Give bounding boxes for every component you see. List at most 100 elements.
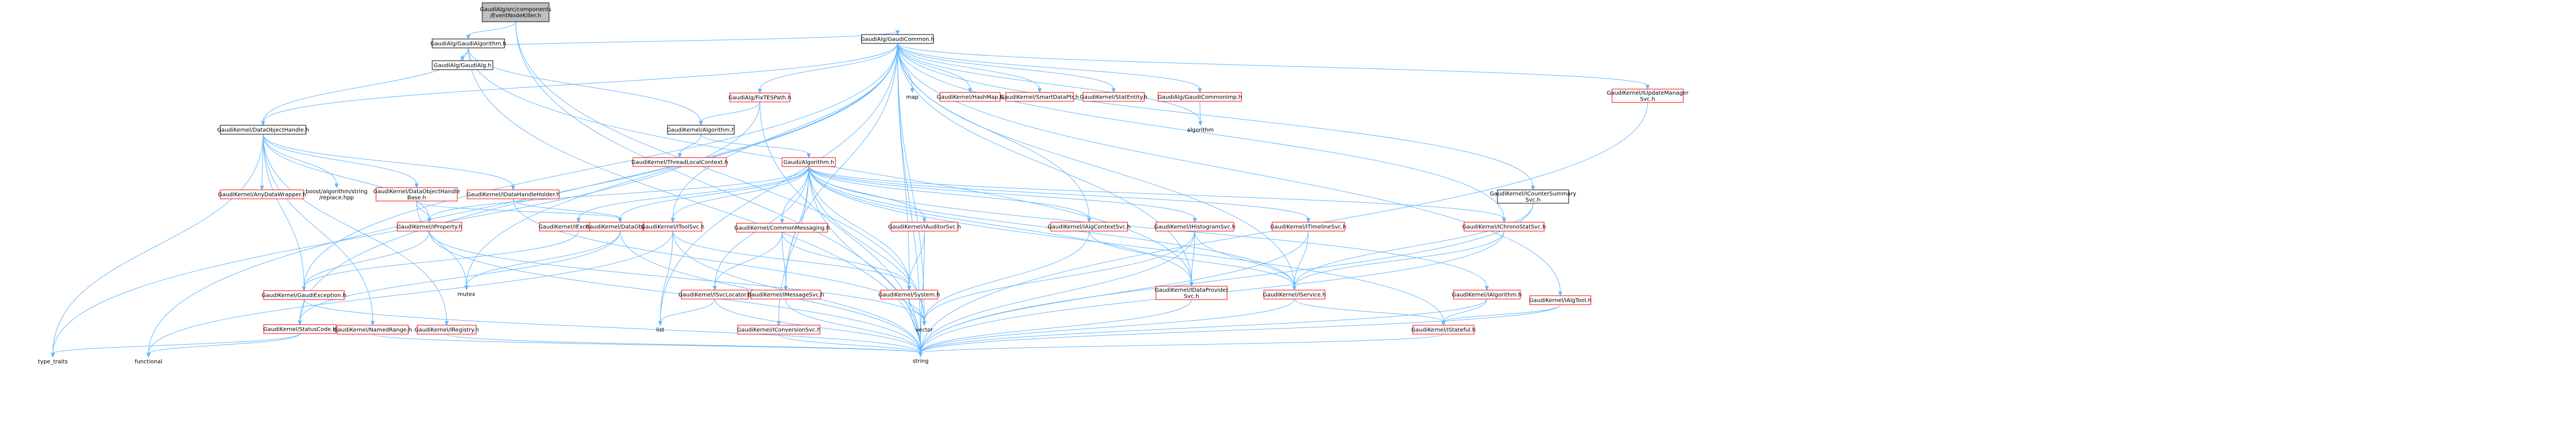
edge-dataobjecthandle-to-boostreplace — [263, 134, 339, 189]
node-box — [891, 222, 958, 232]
node-commonimp[interactable]: GaudiAlg/GaudiCommonImp.h — [1158, 92, 1242, 102]
node-label: GaudiKernel/IAuditorSvc.h — [888, 224, 961, 231]
node-system[interactable]: GaudiKernel/System.h — [878, 290, 940, 300]
node-label: GaudiAlg/GaudiCommon.h — [861, 37, 935, 43]
node-label: GaudiKernel/DataObjectHandle.h — [217, 128, 309, 134]
node-dataobjecthandle[interactable]: GaudiKernel/DataObjectHandle.h — [217, 125, 309, 135]
node-label: Svc.h — [1640, 96, 1655, 102]
node-commonmessaging[interactable]: GaudiKernel/CommonMessaging.h — [734, 223, 830, 233]
edge-ialgcontextsvc-to-vector — [922, 231, 1090, 326]
node-isvclocator[interactable]: GaudiKernel/ISvcLocator.h — [679, 290, 751, 300]
node-iconversionsvc[interactable]: GaudiKernel/IConversionSvc.h — [737, 325, 820, 335]
node-label: GaudiKernel/ITimelineSvc.h — [1270, 224, 1347, 231]
node-itoolsvc[interactable]: GaudiKernel/IToolSvc.h — [641, 222, 705, 232]
node-istateful[interactable]: GaudiKernel/IStateful.h — [1411, 325, 1476, 335]
node-type_traits[interactable]: type_traits — [38, 359, 67, 365]
node-gaudicommon[interactable]: GaudiAlg/GaudiCommon.h — [861, 34, 935, 44]
edge-dataobjecthandle-to-namedrange — [263, 134, 375, 326]
node-iproperty[interactable]: GaudiKernel/IProperty.h — [397, 222, 462, 232]
node-imessagesvc[interactable]: GaudiKernel/IMessageSvc.h — [747, 290, 824, 300]
edge-idataprovidersvc-to-string — [918, 299, 1192, 357]
edge-ialgtool-to-istateful — [1441, 304, 1561, 326]
node-gaudialg[interactable]: GaudiAlg/GaudiAlg.h — [432, 60, 493, 70]
node-label: GaudiAlg/GaudiCommonImp.h — [1158, 95, 1242, 101]
edge-icountersummary-to-iservice — [1292, 203, 1534, 291]
edge-gaudicommon-to-gaudiexception — [301, 43, 898, 292]
node-layer: GaudiAlg/src/components/EventNodeKiller.… — [38, 2, 1689, 365]
edge-statuscode-to-type_traits — [51, 333, 300, 358]
node-label: GaudiAlg/GaudiAlgorithm.h — [431, 41, 507, 47]
node-ialgtool[interactable]: GaudiKernel/IAlgTool.h — [1529, 295, 1591, 305]
node-box — [750, 290, 821, 300]
node-label: algorithm — [1187, 128, 1214, 134]
node-iregistry[interactable]: GaudiKernel/IRegistry.h — [414, 325, 479, 335]
edge-galgorithm-to-ialgorithm — [808, 166, 1489, 291]
node-anydatawrapper[interactable]: GaudiKernel/AnyDataWrapper.h — [218, 189, 306, 199]
edge-iservice-to-string — [918, 298, 1295, 357]
edge-iconversionsvc-to-string — [778, 334, 923, 357]
edge-itoolsvc-to-functional — [146, 231, 673, 358]
node-box — [375, 187, 458, 202]
edge-gaudicommon-to-statentity — [897, 43, 1116, 94]
node-box — [681, 290, 749, 300]
edge-iproperty-to-gaudiexception — [301, 231, 430, 292]
edge-galgorithm-to-ialgcontextsvc — [808, 166, 1091, 223]
edge-itoolsvc-to-system — [673, 231, 912, 291]
edge-galgorithm-to-istateful — [808, 166, 1446, 326]
node-label: type_traits — [38, 359, 67, 365]
node-threadlocal[interactable]: GaudiKernel/ThreadLocalContext.h — [631, 157, 728, 167]
node-label: GaudiAlg/FixTESPath.h — [729, 95, 792, 101]
node-smartdataptr[interactable]: GaudiKernel/SmartDataPtr.h — [1001, 92, 1079, 102]
node-ihistogramsvc[interactable]: GaudiKernel/IHistogramSvc.h — [1154, 222, 1235, 232]
node-hashmap[interactable]: GaudiKernel/HashMap.h — [937, 92, 1003, 102]
node-box — [1263, 290, 1326, 300]
node-fixtespath[interactable]: GaudiAlg/FixTESPath.h — [729, 92, 792, 102]
edge-galgorithm-to-ichronostatsvc — [808, 166, 1506, 223]
node-boostreplace[interactable]: boost/algorithm/string/replace.hpp — [305, 189, 367, 201]
node-idatahandleholder[interactable]: GaudiKernel/IDataHandleHolder.h — [467, 189, 560, 199]
node-box — [1611, 89, 1684, 103]
edge-gaudicommon-to-idataprovidersvc — [897, 43, 1194, 287]
node-statuscode[interactable]: GaudiKernel/StatusCode.h — [263, 324, 337, 334]
node-vector[interactable]: vector — [916, 327, 934, 334]
node-gaudiexception[interactable]: GaudiKernel/GaudiException.h — [261, 290, 347, 300]
node-label: GaudiKernel/IRegistry.h — [414, 327, 479, 334]
node-gaudialgorithm[interactable]: GaudiAlg/GaudiAlgorithm.h — [431, 38, 507, 48]
node-ichronostatsvc[interactable]: GaudiKernel/IChronoStatSvc.h — [1462, 222, 1546, 232]
node-functional[interactable]: functional — [135, 359, 162, 365]
node-label: GaudiKernel/IToolSvc.h — [641, 224, 705, 231]
edge-namedrange-to-string — [372, 334, 923, 357]
node-iservice[interactable]: GaudiKernel/IService.h — [1263, 290, 1326, 300]
node-statentity[interactable]: GaudiKernel/StatEntity.h — [1080, 92, 1148, 102]
edge-dataobjecthandle-to-iregistry — [263, 134, 449, 326]
node-string[interactable]: string — [913, 359, 929, 365]
node-iauditorsvc[interactable]: GaudiKernel/IAuditorSvc.h — [888, 222, 961, 232]
edge-dataobjid-to-statuscode — [298, 231, 621, 326]
edge-galgorithm-to-iconversionsvc — [777, 166, 809, 326]
node-namedrange[interactable]: GaudiKernel/NamedRange.h — [333, 325, 412, 335]
edge-itimelinesvc-to-iservice — [1292, 231, 1309, 291]
node-map[interactable]: map — [906, 95, 918, 101]
node-box — [432, 60, 493, 70]
node-itimelinesvc[interactable]: GaudiKernel/ITimelineSvc.h — [1270, 222, 1347, 232]
node-label: vector — [916, 327, 934, 334]
node-ialgorithm[interactable]: GaudiKernel/IAlgorithm.h — [1452, 290, 1522, 300]
node-kalgorithm[interactable]: GaudiKernel/Algorithm.h — [667, 125, 735, 135]
edge-galgorithm-to-itoolsvc — [670, 166, 809, 223]
node-galgorithm[interactable]: Gaudi/Algorithm.h — [782, 157, 836, 167]
edge-ialgorithm-to-string — [918, 298, 1487, 357]
node-mutex[interactable]: mutex — [458, 292, 476, 298]
node-label: GaudiKernel/System.h — [878, 292, 940, 298]
node-algorithm_std[interactable]: algorithm — [1187, 128, 1214, 134]
edge-commonmessaging-to-imessagesvc — [782, 232, 788, 291]
edge-gaudialgorithm-to-kalgorithm — [468, 47, 703, 126]
node-ialgcontextsvc[interactable]: GaudiKernel/IAlgContextSvc.h — [1047, 222, 1131, 232]
edge-gaudicommon-to-algorithm_std — [897, 43, 1203, 126]
node-list[interactable]: list — [656, 327, 665, 334]
node-box — [1272, 222, 1345, 232]
